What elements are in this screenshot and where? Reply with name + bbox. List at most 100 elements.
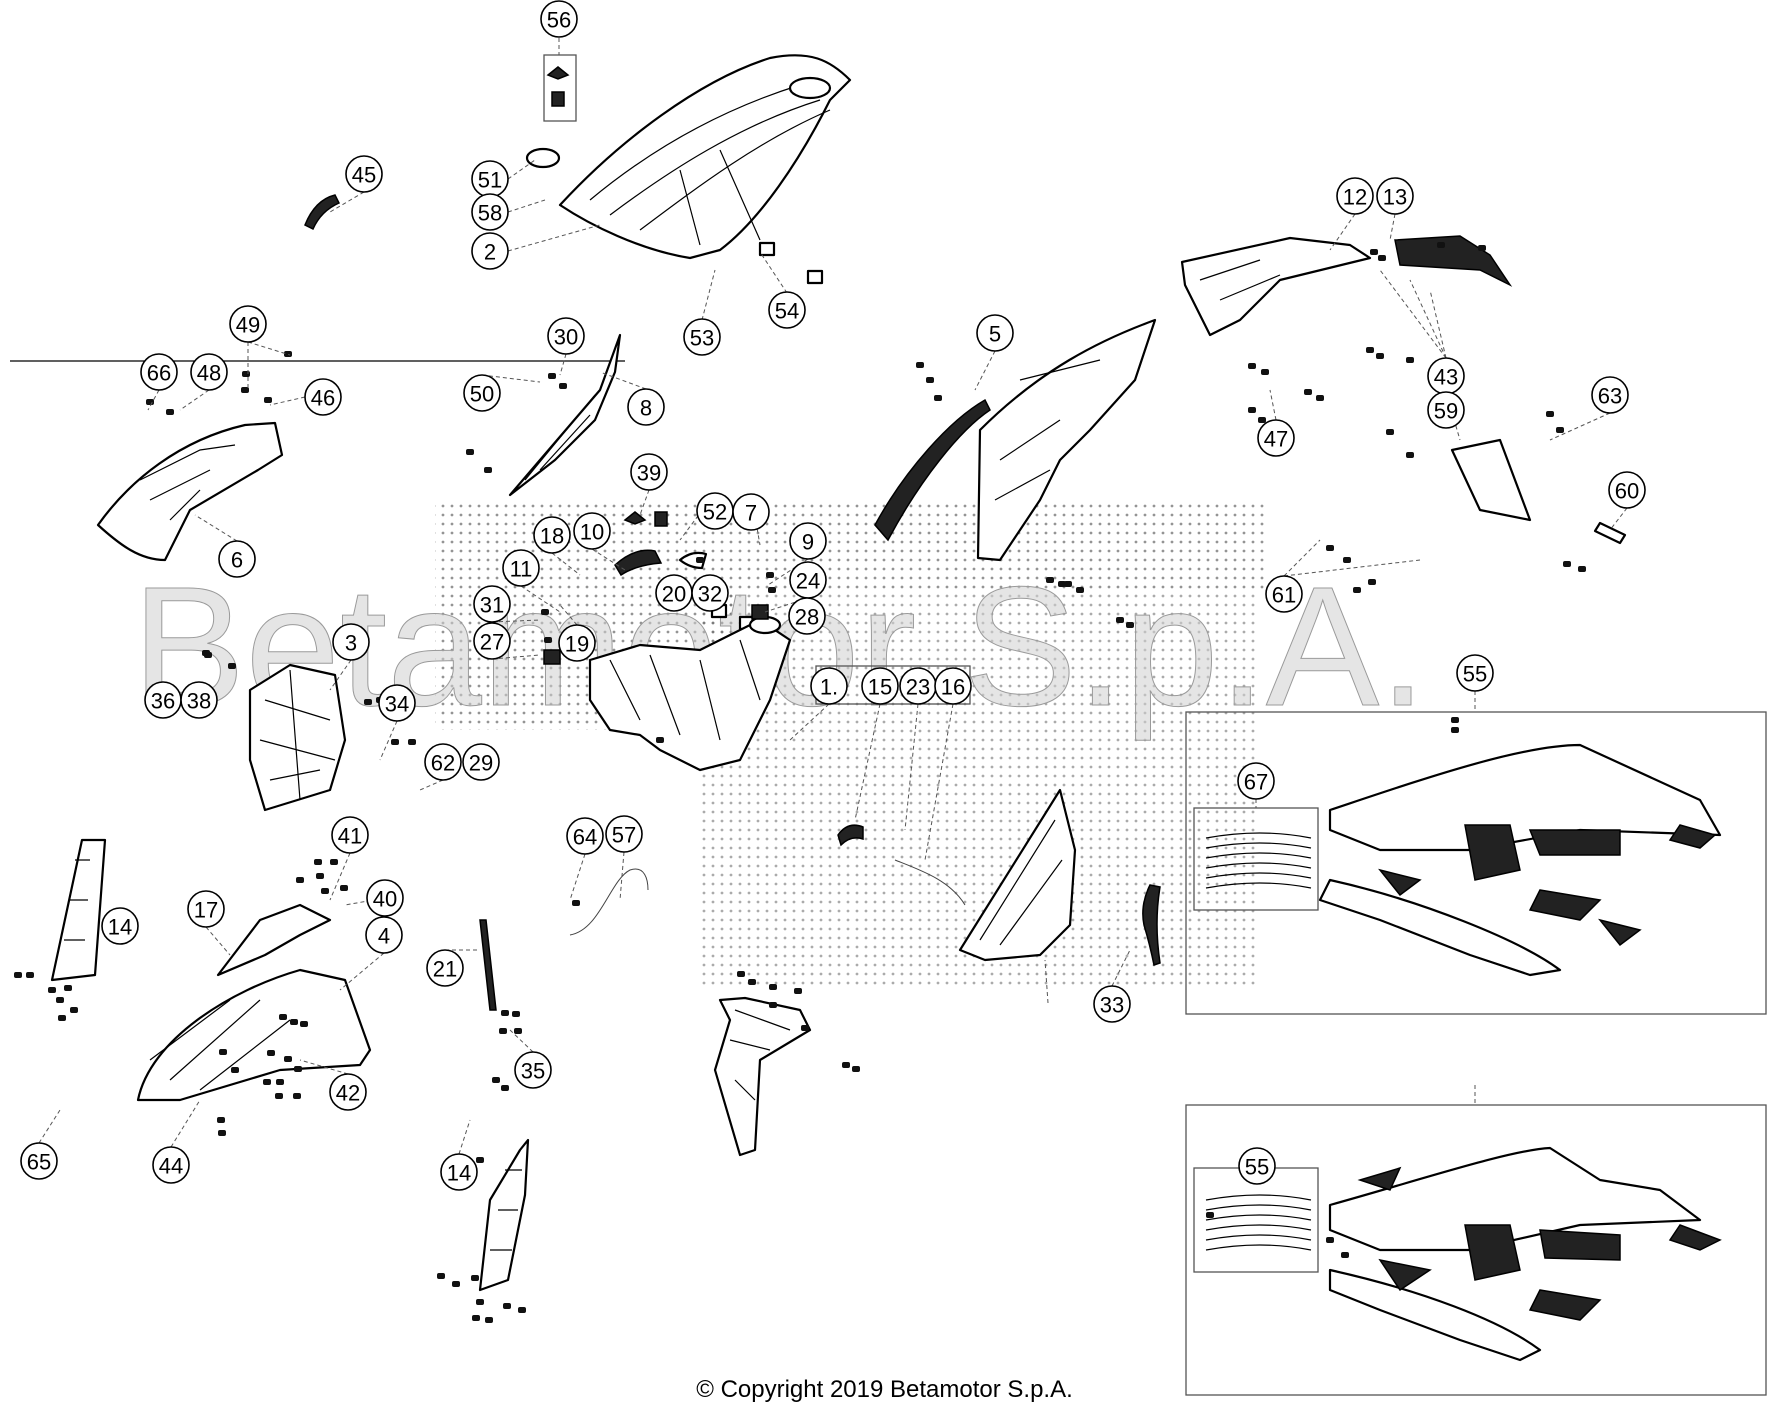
callout-number: 28 xyxy=(795,605,819,630)
screw-36 xyxy=(1563,561,1571,567)
screw-37 xyxy=(1578,566,1586,572)
callout-label-46: 60 xyxy=(1608,471,1646,509)
callout-number: 66 xyxy=(147,361,171,386)
screw-98 xyxy=(541,609,549,615)
callout-number: 9 xyxy=(802,530,814,555)
callout-label-64: 33 xyxy=(1093,985,1131,1023)
screw-7 xyxy=(484,467,492,473)
callout-label-9: 48 xyxy=(190,353,228,391)
callout-label-54: 4 xyxy=(365,916,403,954)
screw-88 xyxy=(476,1299,484,1305)
leader-line-25 xyxy=(491,654,541,660)
leader-line-9 xyxy=(147,389,160,411)
callout-number: 63 xyxy=(1598,384,1622,409)
callout-number: 4 xyxy=(378,924,390,949)
callout-label-57: 42 xyxy=(329,1073,367,1111)
screw-84 xyxy=(852,1066,860,1072)
bracket-10 xyxy=(614,549,663,577)
clip-56 xyxy=(546,66,570,107)
callout-number: 14 xyxy=(447,1161,471,1186)
screw-102 xyxy=(768,587,776,593)
screw-49 xyxy=(296,877,304,883)
leader-line-3 xyxy=(507,199,546,213)
callout-label-20: 28 xyxy=(788,597,826,635)
screw-48 xyxy=(321,888,329,894)
leader-line-60 xyxy=(619,851,625,901)
screw-45 xyxy=(316,873,324,879)
screw-9 xyxy=(559,383,567,389)
screw-22 xyxy=(1378,255,1386,261)
callout-label-3: 58 xyxy=(471,193,509,231)
callout-label-49: 67 xyxy=(1237,762,1275,800)
screw-60 xyxy=(217,1117,225,1123)
leader-line-10 xyxy=(179,389,210,411)
callout-label-36: 15 xyxy=(861,667,899,705)
screw-31 xyxy=(1556,427,1564,433)
screw-94 xyxy=(476,1157,484,1163)
screw-53 xyxy=(267,1050,275,1056)
screw-18 xyxy=(1316,395,1324,401)
callout-label-40: 12 xyxy=(1336,177,1374,215)
leader-line-45 xyxy=(1283,559,1421,577)
screw-83 xyxy=(842,1062,850,1068)
callout-label-11: 30 xyxy=(547,317,585,355)
leader-line-4 xyxy=(507,224,601,252)
decal-box-55-bottom xyxy=(1185,1104,1767,1396)
callout-number: 35 xyxy=(521,1059,545,1084)
callout-label-23: 11 xyxy=(502,549,540,587)
callout-number: 21 xyxy=(433,957,457,982)
screw-72 xyxy=(512,1011,520,1017)
plate-59 xyxy=(1450,438,1532,522)
callout-number: 41 xyxy=(338,824,362,849)
decal-set-top xyxy=(1318,743,1722,977)
screw-1 xyxy=(166,409,174,415)
callout-number: 47 xyxy=(1264,427,1288,452)
callout-label-43: 47 xyxy=(1257,419,1295,457)
screw-10 xyxy=(916,362,924,368)
leader-line-55 xyxy=(458,1119,471,1155)
callout-label-35: 1. xyxy=(810,667,848,705)
callout-label-26: 31 xyxy=(473,585,511,623)
leader-line-62 xyxy=(509,1029,534,1053)
screw-97 xyxy=(656,737,664,743)
callout-label-13: 8 xyxy=(627,388,665,426)
screw-110 xyxy=(1451,727,1459,733)
callout-label-18: 9 xyxy=(789,522,827,560)
callout-label-56: 14 xyxy=(440,1153,478,1191)
leader-line-26 xyxy=(559,604,578,626)
screw-52 xyxy=(300,1021,308,1027)
screw-66 xyxy=(48,987,56,993)
callout-label-41: 13 xyxy=(1376,177,1414,215)
callout-label-25: 32 xyxy=(691,574,729,612)
fork-guard-14-right xyxy=(478,1138,530,1292)
callout-number: 53 xyxy=(690,326,714,351)
washer-51 xyxy=(525,147,561,169)
decal-set-bottom xyxy=(1328,1146,1722,1362)
callout-number: 43 xyxy=(1434,365,1458,390)
screw-43 xyxy=(228,663,236,669)
screw-33 xyxy=(1343,557,1351,563)
screw-28 xyxy=(1386,429,1394,435)
screw-17 xyxy=(1304,389,1312,395)
leader-line-38 xyxy=(1409,279,1447,359)
number-plate-3 xyxy=(248,663,347,812)
callout-number: 49 xyxy=(236,313,260,338)
screw-99 xyxy=(544,637,552,643)
screw-16 xyxy=(1261,369,1269,375)
callout-number: 36 xyxy=(151,689,175,714)
fork-guard-14-left xyxy=(50,838,107,982)
callout-label-63: 35 xyxy=(514,1051,552,1089)
callout-label-21: 18 xyxy=(533,516,571,554)
callout-label-29: 3 xyxy=(332,623,370,661)
leader-line-13 xyxy=(481,374,541,383)
callout-label-62: 21 xyxy=(426,949,464,987)
screw-101 xyxy=(766,572,774,578)
screw-13 xyxy=(1064,581,1072,587)
leader-line-50 xyxy=(329,852,351,901)
leader-line-2 xyxy=(507,159,536,180)
screw-91 xyxy=(503,1303,511,1309)
callout-number: 62 xyxy=(431,751,455,776)
callout-label-37: 23 xyxy=(899,667,937,705)
callout-number: 12 xyxy=(1343,185,1367,210)
